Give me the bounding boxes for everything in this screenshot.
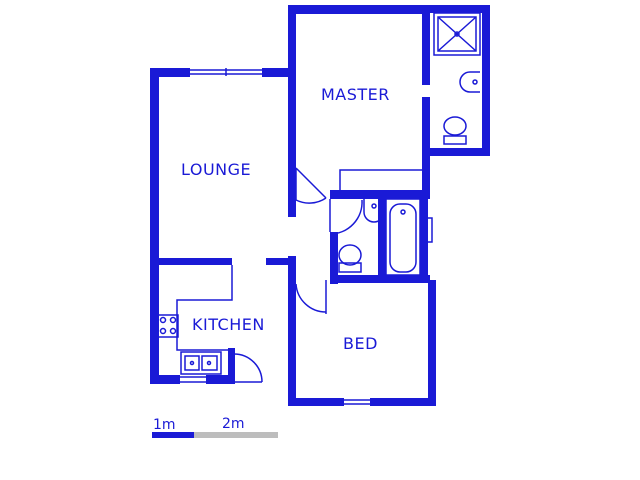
wall-kitchen-right-stub <box>228 348 235 384</box>
room-label-lounge: LOUNGE <box>181 160 251 179</box>
wall-lounge-top-right <box>262 68 292 77</box>
wall-bath-middle <box>378 190 386 280</box>
wall-ensuite-right <box>482 5 490 155</box>
bathroom-basin-icon <box>363 199 385 223</box>
wall-master-right-lower <box>422 97 430 199</box>
scale-label-1m: 1m <box>153 417 176 433</box>
door-kitchen <box>233 353 263 383</box>
wall-bath-right <box>420 190 428 280</box>
door-bathroom <box>329 199 363 235</box>
wall-bath-bottom <box>330 275 430 283</box>
wall-bed-right <box>428 280 436 406</box>
scale-bar: 1m 2m <box>152 416 278 438</box>
thin-lines <box>176 68 422 405</box>
wall-ensuite-top <box>428 5 486 13</box>
room-label-bed: BED <box>343 334 378 353</box>
door-passage <box>295 168 327 204</box>
fixtures <box>157 12 481 375</box>
toilet-icon <box>443 116 467 145</box>
shower-icon <box>433 12 481 56</box>
wall-lounge-top-left <box>150 68 190 77</box>
bathtub-icon <box>385 198 433 276</box>
scale-bar-blue <box>152 432 194 438</box>
bathroom-toilet-icon <box>338 244 362 273</box>
door-bed <box>295 283 327 313</box>
wall-bed-bottom-left <box>288 398 344 406</box>
wall-lounge-kitchen-right <box>266 258 292 265</box>
room-label-kitchen: KITCHEN <box>192 315 265 334</box>
wall-master-top <box>288 5 428 14</box>
wall-ensuite-bottom <box>428 148 490 156</box>
wall-master-right-upper <box>422 5 430 85</box>
wall-kitchen-bottom-mid <box>206 375 234 384</box>
wall-lounge-left <box>150 68 159 378</box>
doors <box>233 167 363 383</box>
wall-kitchen-bottom-left <box>150 375 180 384</box>
stove-icon <box>157 314 179 338</box>
wall-center-lower <box>288 256 296 406</box>
scale-bar-grey <box>194 432 278 438</box>
wall-bed-bottom-right <box>370 398 436 406</box>
sink-icon <box>180 351 222 375</box>
wall-bath-left <box>330 232 338 284</box>
scale-label-2m: 2m <box>222 416 245 432</box>
basin-icon <box>459 71 480 93</box>
room-label-master: MASTER <box>321 85 390 104</box>
wall-lounge-kitchen-left <box>150 258 232 265</box>
walls <box>150 5 490 406</box>
wall-master-left <box>288 5 296 217</box>
